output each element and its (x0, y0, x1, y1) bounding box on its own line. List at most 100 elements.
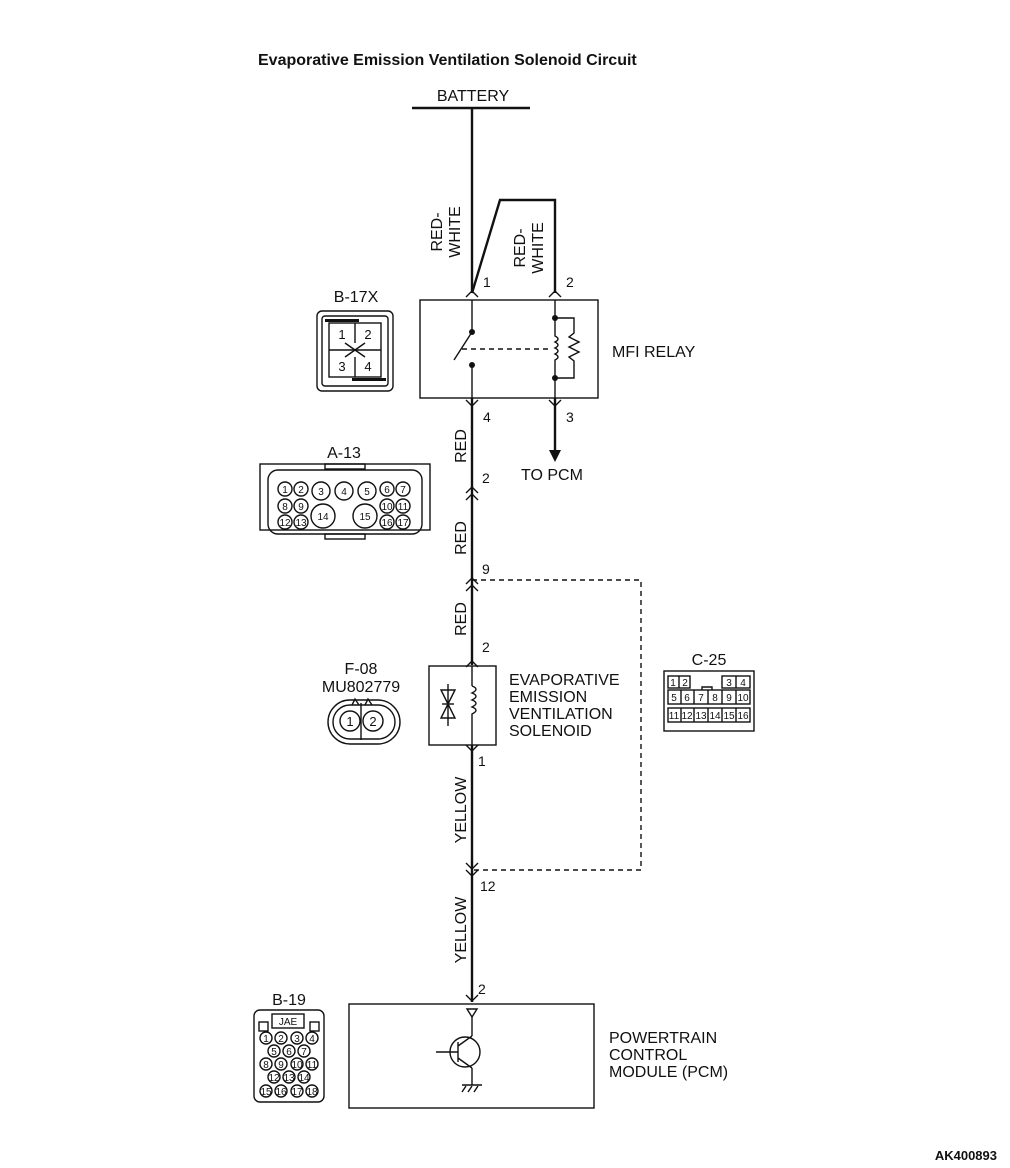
svg-text:CONTROL: CONTROL (609, 1047, 687, 1064)
svg-text:12: 12 (268, 1073, 280, 1084)
svg-text:YELLOW: YELLOW (453, 776, 470, 844)
svg-text:11: 11 (669, 711, 680, 722)
connector-c25: 1 2 3 4 5 6 7 8 9 10 11 12 13 14 15 16 (663, 670, 755, 732)
svg-text:7: 7 (301, 1047, 307, 1058)
svg-text:12: 12 (279, 518, 291, 529)
c25-pin-12: 12 (480, 878, 496, 894)
connector-b19: JAE 1 2 3 4 5 6 7 8 9 10 11 12 13 14 15 … (253, 1009, 325, 1103)
svg-text:8: 8 (263, 1060, 269, 1071)
svg-text:15: 15 (359, 512, 371, 523)
solenoid-pin-1: 1 (478, 753, 486, 769)
mfi-relay-box (419, 299, 599, 399)
connector-mark (465, 486, 479, 494)
svg-text:4: 4 (309, 1034, 315, 1045)
svg-text:16: 16 (275, 1087, 287, 1098)
battery-label: BATTERY (437, 88, 510, 105)
pcm-box (348, 1003, 595, 1109)
connector-mark (465, 869, 479, 877)
svg-text:17: 17 (397, 518, 409, 529)
svg-text:1: 1 (263, 1034, 269, 1045)
svg-text:14: 14 (709, 711, 721, 722)
svg-text:10: 10 (291, 1060, 303, 1071)
svg-text:SOLENOID: SOLENOID (509, 723, 592, 740)
svg-text:17: 17 (291, 1087, 303, 1098)
svg-text:POWERTRAIN: POWERTRAIN (609, 1030, 717, 1047)
svg-text:EMISSION: EMISSION (509, 689, 587, 706)
svg-text:5: 5 (271, 1047, 277, 1058)
a13-pin-2: 2 (482, 470, 490, 486)
arrow-down-icon (549, 450, 561, 462)
svg-text:15: 15 (723, 711, 735, 722)
connector-f08: 1 2 (327, 697, 401, 745)
svg-text:1: 1 (346, 714, 353, 729)
wire-label-yellow-a: YELLOW (453, 776, 470, 844)
to-pcm-label: TO PCM (521, 467, 583, 484)
connector-mark (465, 493, 479, 501)
svg-text:3: 3 (338, 359, 345, 374)
svg-text:7: 7 (698, 693, 704, 704)
connector-b17x: 1 2 3 4 (316, 310, 394, 392)
diagram-title: Evaporative Emission Ventilation Solenoi… (258, 52, 637, 69)
svg-text:4: 4 (364, 359, 371, 374)
svg-text:13: 13 (283, 1073, 295, 1084)
connector-mark (465, 660, 479, 668)
svg-text:11: 11 (398, 502, 409, 513)
svg-text:14: 14 (317, 512, 329, 523)
relay-switch (453, 300, 548, 398)
svg-text:YELLOW: YELLOW (453, 896, 470, 964)
svg-text:4: 4 (740, 678, 746, 689)
svg-text:16: 16 (381, 518, 393, 529)
pcm-transistor (436, 1008, 482, 1093)
relay-pin-2: 2 (566, 274, 574, 290)
connector-a13-label: A-13 (327, 445, 361, 462)
svg-text:13: 13 (695, 711, 707, 722)
relay-pin-1: 1 (483, 274, 491, 290)
svg-text:RED-: RED- (512, 228, 529, 267)
connector-f08-part: MU802779 (322, 679, 400, 696)
svg-text:RED: RED (453, 521, 470, 555)
svg-text:VENTILATION: VENTILATION (509, 706, 613, 723)
figure-id: AK400893 (935, 1148, 997, 1163)
svg-text:2: 2 (278, 1034, 284, 1045)
svg-text:RED-: RED- (429, 212, 446, 251)
relay-coil (552, 300, 581, 398)
connector-c25-label: C-25 (692, 652, 727, 669)
relay-pin-4: 4 (483, 409, 491, 425)
connector-b17x-label: B-17X (334, 289, 379, 306)
svg-text:5: 5 (671, 693, 677, 704)
wire-label-yellow-b: YELLOW (453, 896, 470, 964)
connector-mark (548, 290, 562, 298)
wire-label-red-a: RED (453, 429, 470, 463)
svg-text:2: 2 (298, 485, 304, 496)
connector-mark (465, 994, 479, 1002)
svg-text:11: 11 (307, 1060, 318, 1071)
solenoid-box (428, 665, 497, 746)
connector-f08-label: F-08 (345, 661, 378, 678)
svg-text:RED: RED (453, 429, 470, 463)
svg-text:7: 7 (400, 485, 406, 496)
pcm-pin-2: 2 (478, 981, 486, 997)
shield-dashed-line (472, 579, 642, 871)
svg-text:4: 4 (341, 487, 347, 498)
wire-branch-relay2 (470, 198, 557, 294)
svg-text:9: 9 (278, 1060, 284, 1071)
svg-text:6: 6 (286, 1047, 292, 1058)
svg-text:8: 8 (712, 693, 718, 704)
svg-text:WHITE: WHITE (447, 206, 464, 258)
svg-text:18: 18 (306, 1087, 318, 1098)
svg-text:16: 16 (737, 711, 749, 722)
svg-text:6: 6 (684, 693, 690, 704)
svg-text:2: 2 (364, 327, 371, 342)
connector-a13: 1 2 3 4 5 6 7 8 9 10 11 12 13 14 15 16 1… (259, 463, 431, 540)
mfi-relay-label: MFI RELAY (612, 344, 696, 361)
svg-text:5: 5 (364, 487, 370, 498)
svg-text:12: 12 (681, 711, 693, 722)
connector-mark (465, 862, 479, 870)
solenoid-pin-2: 2 (482, 639, 490, 655)
connector-mark (465, 290, 479, 298)
connector-mark (465, 577, 479, 585)
svg-text:3: 3 (318, 487, 324, 498)
svg-text:WHITE: WHITE (530, 222, 547, 274)
svg-text:MODULE (PCM): MODULE (PCM) (609, 1064, 728, 1081)
